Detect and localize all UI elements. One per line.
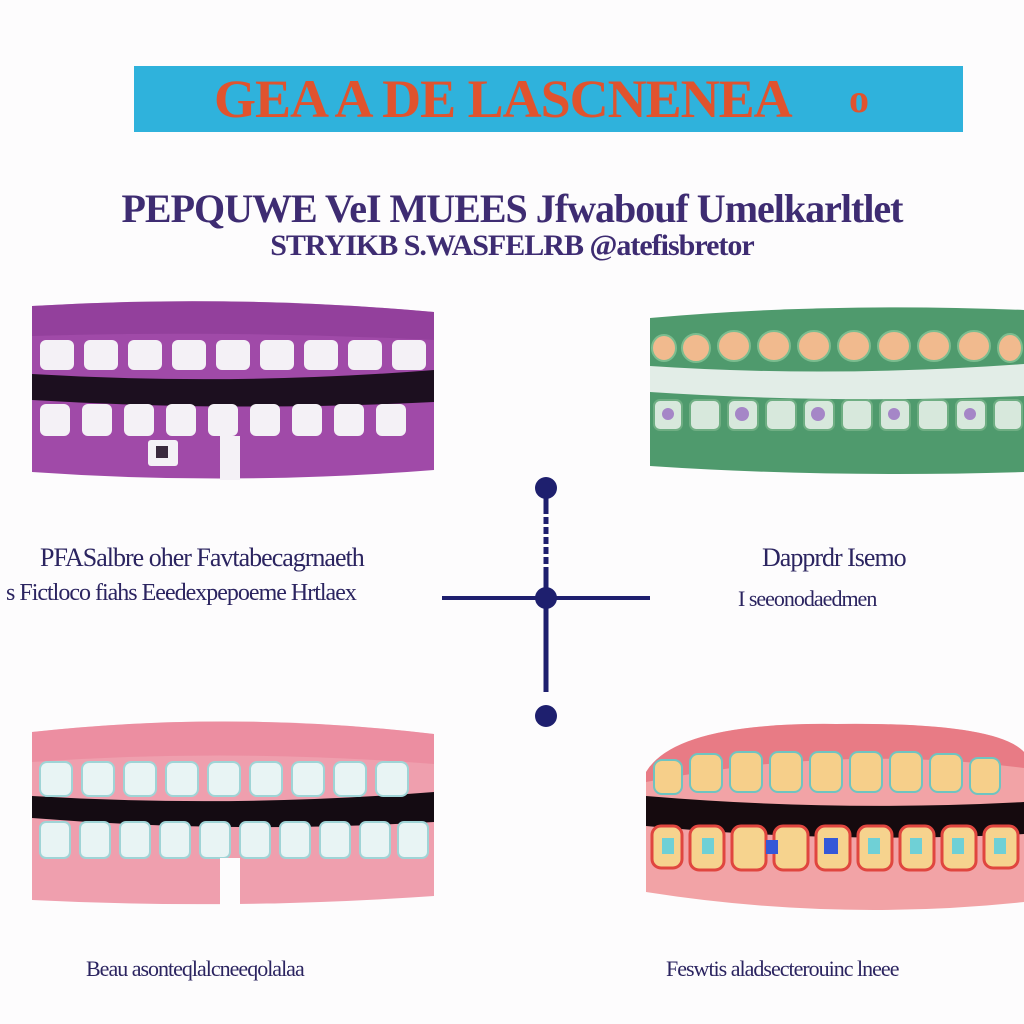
title-banner: GEA A DE LASCNENEA o [134, 66, 963, 132]
mouth-illustration-green [650, 306, 1024, 478]
center-cross-axis [440, 470, 656, 735]
caption-bottom-left: Beau asonteqlalcneeqolalaa [86, 956, 305, 981]
mouth-illustration-purple [32, 300, 434, 480]
caption-bottom-right: Feswtis aladsecterouinc lneee [666, 956, 899, 981]
caption-top-left-line-2: s Fictloco fiahs Eeedexpepoeme Hrtlaex [6, 580, 357, 606]
caption-top-right-line-1: Dapprdr Isemo [762, 543, 907, 572]
mouth-illustration-pink [32, 718, 434, 908]
subtitle-line-1: PEPQUWE VeI MUEES Jfwabouf Umelkarltlet [121, 186, 904, 231]
caption-top-right-line-2: I seeonodaedmen [738, 586, 877, 611]
mouth-illustration-red [646, 722, 1024, 918]
subtitle-line-2: STRYIKB S.WASFELRB @atefisbretor [270, 229, 755, 262]
page-title: GEA A DE LASCNENEA [214, 69, 793, 129]
title-mark: o [849, 76, 869, 121]
caption-top-left-line-1: PFASalbre oher Favtabecagrnaeth [40, 543, 365, 572]
